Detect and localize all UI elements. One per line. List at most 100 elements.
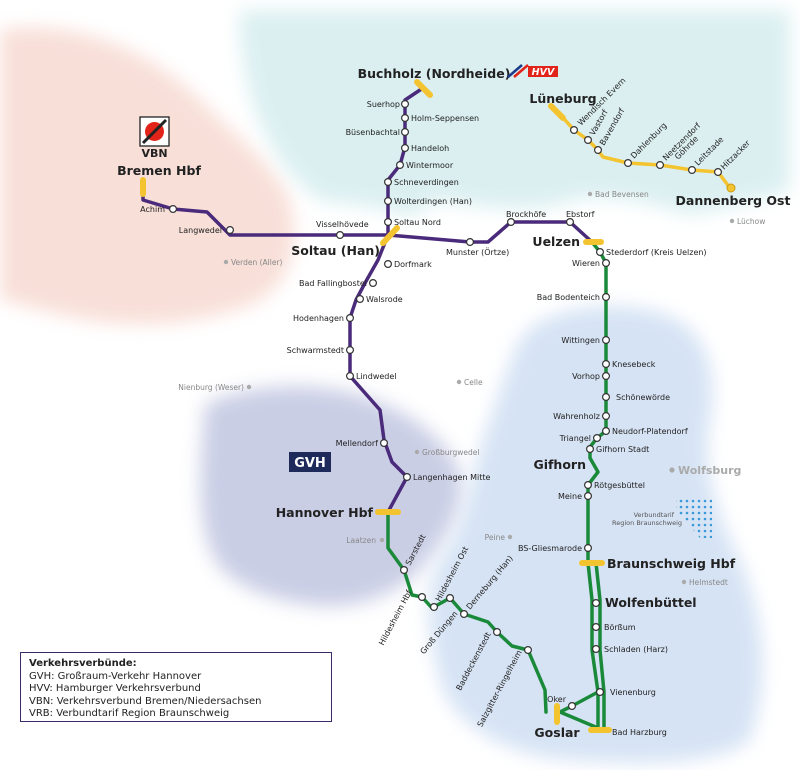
station-dot <box>601 372 610 381</box>
station-label: Visselhövede <box>316 220 369 229</box>
station-label: Neudorf-Platendorf <box>612 427 688 436</box>
gvh-logo-text: GVH <box>294 456 326 471</box>
station-dot <box>601 259 610 268</box>
station-dot <box>396 161 405 170</box>
station-dot <box>380 439 389 448</box>
station-label: Hodenhagen <box>293 314 344 323</box>
station-dot <box>169 205 178 214</box>
station-dot <box>595 248 604 257</box>
station-dot <box>655 161 664 170</box>
station-dot <box>356 295 365 304</box>
town-label: Verden (Aller) <box>231 258 283 267</box>
station-dot <box>687 166 696 175</box>
station-dot <box>592 434 601 443</box>
hub-label-gifhorn: Gifhorn <box>533 457 586 472</box>
station-label: Suerhop <box>367 100 400 109</box>
station-label: Brockhöfe <box>506 210 546 219</box>
station-dot <box>418 592 427 601</box>
station-label: Munster (Örtze) <box>446 247 509 257</box>
town-bad-bevensen: Bad Bevensen <box>587 190 649 199</box>
station-label: Stederdorf (Kreis Uelzen) <box>606 248 707 257</box>
line-oker-goslar <box>558 690 600 730</box>
station-label: Bad Fallingbostel <box>299 279 367 288</box>
station-dot <box>591 622 600 631</box>
station-label: Meine <box>558 492 582 501</box>
station-dot <box>583 543 592 552</box>
line-braunschweig-bad-harzburg-a <box>586 561 600 730</box>
gvh-logo-icon: GVH <box>289 452 331 472</box>
station-label: Wolterdingen (Han) <box>394 197 472 206</box>
station-dot <box>493 627 502 636</box>
station-dot <box>336 231 345 240</box>
station-dot <box>369 279 378 288</box>
station-dot <box>384 218 393 227</box>
town-label: Helmstedt <box>689 578 728 587</box>
town-luechow: Lüchow <box>729 217 765 226</box>
hub-bar-lueneburg <box>548 103 566 121</box>
station-label: Büsenbachtal <box>346 128 400 137</box>
town-wolfsburg: Wolfsburg <box>669 464 741 477</box>
station-dot <box>430 602 439 611</box>
station-dot <box>591 598 600 607</box>
legend-box: Verkehrsverbünde: GVH: Großraum-Verkehr … <box>20 652 332 722</box>
station-dot <box>569 125 578 134</box>
station-dot <box>601 293 610 302</box>
town-helmstedt: Helmstedt <box>681 578 728 587</box>
town-verden: Verden (Aller) <box>223 258 283 267</box>
hub-label-goslar: Goslar <box>534 725 580 740</box>
rail-lines <box>141 86 732 730</box>
station-label: Börßum <box>604 623 636 632</box>
legend-title: Verkehrsverbünde: <box>29 658 137 669</box>
station-label: Wahrenholz <box>553 412 600 421</box>
hvv-logo-icon: HVV <box>507 64 558 78</box>
vbn-logo-icon: VBN <box>139 116 170 160</box>
hub-labels: Buchholz (Nordheide) Bremen Hbf Soltau (… <box>117 66 790 740</box>
legend-gvh: GVH: Großraum-Verkehr Hannover <box>29 670 202 682</box>
vrb-dots-icon: Verbundtarif Region Braunschweig <box>612 498 712 538</box>
line-lueneburg-dannenberg <box>555 109 732 190</box>
station-dot <box>601 360 610 369</box>
station-dot <box>346 372 355 381</box>
station-label: Dorfmark <box>394 260 432 269</box>
station-dot <box>401 128 410 137</box>
town-label: Bad Bevensen <box>595 190 649 199</box>
station-label: Bad Bodenteich <box>537 293 600 302</box>
vrb-logo-text-2: Region Braunschweig <box>612 519 682 527</box>
station-label: Handeloh <box>411 144 449 153</box>
station-dot <box>403 473 412 482</box>
station-label: Hildesheim Hbf <box>377 589 414 647</box>
station-dot <box>713 168 722 177</box>
station-label: Wieren <box>572 259 600 268</box>
station-dot <box>446 593 455 602</box>
hub-label-braunschweig: Braunschweig Hbf <box>607 556 736 571</box>
station-label: Soltau Nord <box>394 218 441 227</box>
town-grossburgwedel: Großburgwedel <box>414 448 479 457</box>
station-label: Holm-Seppensen <box>411 114 479 123</box>
station-label: Schneverdingen <box>394 178 459 187</box>
station-dot <box>507 218 516 227</box>
station-label: Vorhop <box>572 372 600 381</box>
town-label: Nienburg (Weser) <box>178 383 244 392</box>
station-label: Langwedel <box>179 226 222 235</box>
town-nienburg: Nienburg (Weser) <box>178 383 252 392</box>
station-label: Gifhorn Stadt <box>596 445 649 454</box>
station-dot <box>523 645 532 654</box>
station-dot <box>460 609 469 618</box>
station-dot <box>401 144 410 153</box>
legend-hvv: HVV: Hamburger Verkehrsverbund <box>29 683 201 694</box>
hub-bars <box>140 79 612 733</box>
hvv-logo-text: HVV <box>532 67 555 78</box>
station-label: Schönewörde <box>616 393 670 402</box>
station-dots <box>169 99 722 710</box>
line-braunschweig-bad-harzburg-b <box>594 561 606 730</box>
station-dot <box>400 565 409 574</box>
station-dot <box>401 113 410 122</box>
hub-bar-soltau <box>380 225 400 246</box>
station-label: Achim <box>140 205 165 214</box>
hub-label-dannenberg: Dannenberg Ost <box>676 193 791 208</box>
station-dot <box>593 146 602 155</box>
station-dot <box>601 336 610 345</box>
town-laatzen: Laatzen <box>346 536 385 545</box>
station-label: Ebstorf <box>566 210 595 219</box>
